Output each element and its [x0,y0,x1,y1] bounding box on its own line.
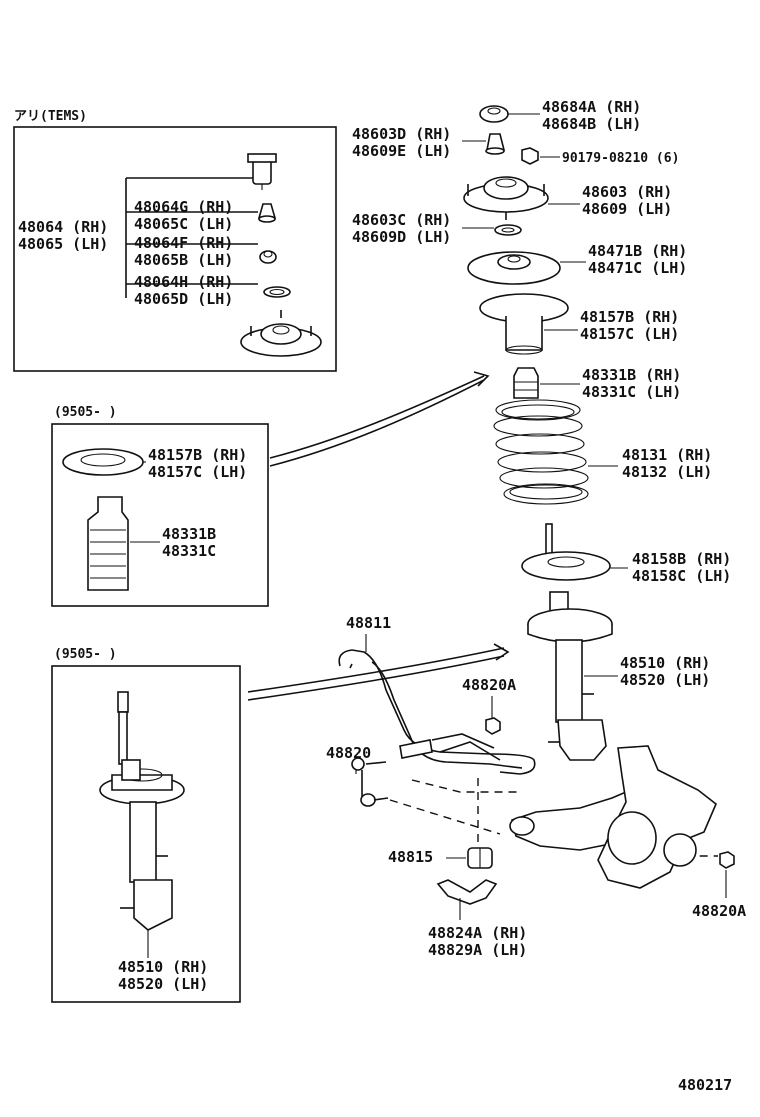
inset-tems-item-3-lh: 48065D (LH) [134,290,233,308]
inset-b-arrow [247,647,505,693]
part-48820: 48820 [326,744,371,762]
part-48820a-bottom: 48820A [692,902,746,920]
part-48603d-lh: 48609E (LH) [352,142,451,160]
stabilizer-bushing-drawing [467,847,493,869]
part-48510-rh: 48510 (RH) [620,654,710,672]
part-48820a-top: 48820A [462,676,516,694]
upper-seat-drawing [467,251,561,285]
mount-washer-drawing [494,224,522,236]
inset-tems-item-2-rh: 48064F (RH) [134,234,233,252]
part-48603c-rh: 48603C (RH) [352,211,451,229]
inset-tems-item-1-rh: 48064G (RH) [134,198,233,216]
inset-tems-frame [13,126,337,372]
inset-9505-a-item-1-lh: 48157C (LH) [148,463,247,481]
tems-actuator-drawing [247,153,277,190]
part-48603-lh: 48609 (LH) [582,200,672,218]
inset-tems-item-2-lh: 48065B (LH) [134,251,233,269]
part-48131-rh: 48131 (RH) [622,446,712,464]
figure-number: 480217 [678,1076,732,1094]
inset-strut-drawing [99,691,185,931]
stabilizer-bracket-drawing [436,879,498,905]
nut-drawing [521,147,539,165]
part-48158-rh: 48158B (RH) [632,550,731,568]
part-48824a-rh: 48824A (RH) [428,924,527,942]
part-48811: 48811 [346,614,391,632]
inset-9505-a-header: (9505- ) [54,405,117,420]
upper-bushing-drawing [485,133,506,155]
pointer-link-to-arm [389,799,501,835]
inset-tems-header: アリ(TEMS) [14,109,87,124]
stabilizer-link-drawing [351,739,433,807]
part-48684-lh: 48684B (LH) [542,115,641,133]
coil-spring-drawing [493,399,589,505]
part-48157-lh: 48157C (LH) [580,325,679,343]
tems-mount-drawing [240,310,322,357]
part-48157-rh: 48157B (RH) [580,308,679,326]
stabilizer-nut-drawing [485,717,501,735]
inset-tems-group-lh: 48065 (LH) [18,235,108,253]
bump-stopper-drawing [513,367,539,399]
inset-9505-b: (9505- ) 48510 (RH) 48520 (LH) [51,647,241,1003]
part-48824a-lh: 48829A (LH) [428,941,527,959]
inset-insulator-drawing [62,448,144,476]
part-48603c-lh: 48609D (LH) [352,228,451,246]
part-48331-rh: 48331B (RH) [582,366,681,384]
shock-absorber-drawing [527,591,613,761]
part-48510-lh: 48520 (LH) [620,671,710,689]
part-48331-lh: 48331C (LH) [582,383,681,401]
inset-a-arrow [269,375,485,459]
inset-9505-a-item-1-rh: 48157B (RH) [148,446,247,464]
knuckle-nut-drawing [719,851,735,869]
tems-nut-drawing [259,250,277,264]
part-48684-rh: 48684A (RH) [542,98,641,116]
inset-9505-b-header: (9505- ) [54,647,117,662]
inset-bump-stopper-drawing [87,496,129,591]
part-48471-rh: 48471B (RH) [588,242,687,260]
spring-insulator-drawing [479,293,569,355]
inset-9505-b-item-rh: 48510 (RH) [118,958,208,976]
part-48603d-rh: 48603D (RH) [352,125,451,143]
tems-washer-drawing [263,286,291,298]
steering-knuckle-drawing [597,745,717,889]
tems-bushing-drawing [257,203,277,223]
inset-tems-item-1-lh: 48065C (LH) [134,215,233,233]
inset-9505-a-item-2-b: 48331C [162,542,216,560]
inset-tems: アリ(TEMS) 48064 (RH) 48065 (LH) 48064G (R… [13,109,337,372]
part-48603-rh: 48603 (RH) [582,183,672,201]
part-48131-lh: 48132 (LH) [622,463,712,481]
inset-9505-a-item-2-a: 48331B [162,525,216,543]
part-48815: 48815 [388,848,433,866]
inset-tems-item-3-rh: 48064H (RH) [134,273,233,291]
part-90179: 90179-08210 (6) [562,151,679,166]
inset-9505-b-frame [51,665,241,1003]
upper-mount-drawing [463,176,549,220]
inset-9505-a: (9505- ) 48157B (RH) 48157C (LH) 48331B … [51,405,269,607]
inset-tems-bracket [125,177,258,298]
inset-tems-group-rh: 48064 (RH) [18,218,108,236]
lower-seat-drawing [521,523,611,581]
dust-cap-drawing [479,105,509,123]
inset-9505-b-item-lh: 48520 (LH) [118,975,208,993]
part-48158-lh: 48158C (LH) [632,567,731,585]
part-48471-lh: 48471C (LH) [588,259,687,277]
inset-9505-a-frame [51,423,269,607]
